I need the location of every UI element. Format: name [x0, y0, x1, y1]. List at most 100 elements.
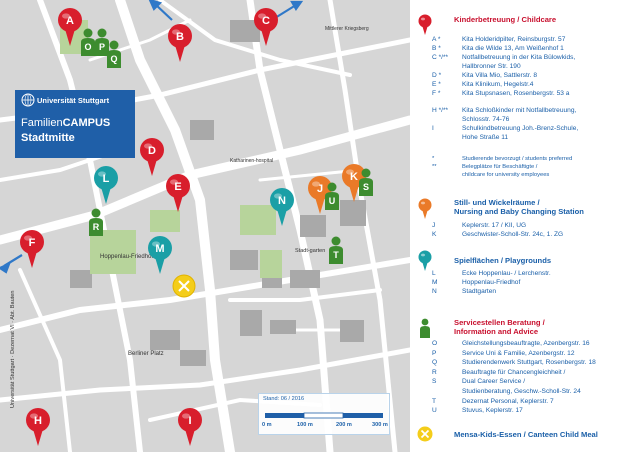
scale-stand: Stand: 06 / 2016: [263, 396, 305, 402]
legend-beratung-row-text: Studierendenwerk Stuttgart, Rosenbergstr…: [462, 359, 596, 367]
orange-pin-icon: [418, 198, 432, 219]
legend-beratung-row-text: Beauftragte für Chancengleichheit /: [462, 368, 566, 376]
green-person-icon: [420, 318, 430, 338]
brand-familien: Familien: [21, 117, 63, 129]
nursing-marker-j-label: J: [317, 183, 323, 195]
advice-marker-t[interactable]: T: [329, 236, 343, 265]
legend-kita-row-text: Hallbronner Str. 190: [462, 63, 521, 70]
legend-mensa-title: Mensa-Kids-Essen / Canteen Child Meal: [454, 430, 598, 439]
hoppenlau-park: [90, 230, 136, 274]
playground-marker-m[interactable]: M: [148, 236, 172, 274]
university-logo-icon: [21, 93, 35, 107]
kita-marker-d[interactable]: D: [140, 138, 164, 176]
legend-beratung-row-text: Gleichstellungsbeauftragte, Azenbergstr.…: [462, 340, 590, 347]
kita-marker-f[interactable]: F: [20, 230, 44, 268]
legend-spiel-row-key: N: [432, 288, 437, 295]
legend-kita-row-text: Kita Stupsnasen, Rosenbergstr. 53 a: [462, 90, 570, 97]
university-name: Universität Stuttgart: [37, 96, 110, 105]
legend-kita-row-text: Kita Schloßkinder mit Notfallbetreuung,: [462, 107, 577, 114]
legend-beratung-row-key: R: [432, 368, 437, 376]
advice-marker-s[interactable]: S: [359, 168, 373, 197]
legend-wickel-row-text: Keplerstr. 17 / KII, UG: [462, 222, 527, 229]
legend-wickel-row-text: Geschwister-Scholl-Str. 24c, 1. ZG: [462, 231, 564, 238]
brand-stadtmitte: Stadtmitte: [21, 132, 75, 144]
kita-marker-b[interactable]: B: [168, 24, 192, 62]
legend-spiel-row-text: Ecke Hoppenlau- / Lerchenstr.: [462, 270, 551, 277]
legend-beratung-title-1: Servicestellen Beratung /: [454, 318, 545, 327]
playground-marker-n-label: N: [278, 195, 286, 207]
legend-kita-row-text: Schulkindbetreuung Joh.-Brenz-Schule,: [462, 125, 579, 132]
familiencampus-brand-box: Universität Stuttgart FamilienCAMPUS Sta…: [15, 90, 135, 158]
legend-beratung-row-text: Stuvus, Keplerstr. 17: [462, 407, 523, 415]
legend-beratung-row-text: Dual Career Service /: [462, 378, 526, 386]
legend-beratung-row-text: Service Uni & Familie, Azenbergstr. 12: [462, 349, 575, 357]
side-credit: Universität Stuttgart · Dezernat VI · Ab…: [10, 290, 16, 408]
advice-marker-p[interactable]: P: [95, 28, 109, 57]
map-canvas[interactable]: Hoppenlau-Friedhof Stadt-garten Berliner…: [0, 0, 410, 452]
legend-kita-row-key: A *: [432, 36, 441, 43]
teal-pin-icon: [418, 250, 432, 271]
kita-marker-a[interactable]: A: [58, 8, 82, 46]
scale-tick-300: 300 m: [372, 422, 388, 428]
scale-bar-graphic: [265, 412, 383, 419]
playground-marker-l[interactable]: L: [94, 166, 118, 204]
advice-marker-t-label: T: [333, 250, 339, 260]
green-areas: [60, 20, 282, 278]
legend-panel: Kinderbetreuung / Childcare A * Kita Hold…: [412, 0, 639, 452]
kita-marker-d-label: D: [148, 145, 156, 157]
kita-marker-i[interactable]: I: [178, 408, 202, 446]
advice-marker-o[interactable]: O: [81, 28, 95, 57]
legend-kita-row-text: Kita Klinikum, Hegelstr.4: [462, 81, 534, 88]
legend-kita-row-text: Schlosstr. 74-76: [462, 116, 510, 123]
legend-kita-note-row-key: *: [432, 156, 435, 162]
mensa-marker[interactable]: [172, 274, 196, 298]
nursing-marker-j[interactable]: J: [308, 176, 332, 214]
scale-tick-0: 0 m: [262, 422, 272, 428]
kita-marker-b-label: B: [176, 31, 184, 43]
red-pin-icon: [418, 14, 432, 35]
legend-kita-note-row-key: **: [432, 164, 437, 170]
legend-kita-row-key: D *: [432, 72, 442, 79]
kita-marker-h[interactable]: H: [26, 408, 50, 446]
advice-marker-q[interactable]: Q: [107, 40, 121, 69]
kita-marker-e[interactable]: E: [166, 174, 190, 212]
map-label-kriegsberg: Mittlerer Kriegsberg: [325, 26, 369, 32]
legend-kita-title: Kinderbetreuung / Childcare: [454, 15, 557, 24]
legend-beratung-title-2: Information and Advice: [454, 327, 539, 336]
scale-tick-100: 100 m: [297, 422, 313, 428]
legend-beratung-row-key: T: [432, 397, 437, 405]
legend-kita-row-key: C */**: [432, 54, 449, 61]
kita-marker-c-label: C: [262, 15, 270, 27]
advice-marker-p-label: P: [99, 42, 105, 52]
legend-beratung-row-key: S: [432, 378, 437, 386]
map-label-stadtgarten: Stadt-garten: [295, 248, 325, 254]
legend-beratung-row-key: P: [432, 349, 437, 357]
legend-kita-note-row-text: childcare for university employees: [462, 172, 550, 178]
advice-marker-q-label: Q: [110, 54, 117, 64]
legend-wickel-row-key: K: [432, 231, 437, 238]
scale-tick-200: 200 m: [336, 422, 352, 428]
advice-marker-u[interactable]: U: [325, 182, 339, 211]
playground-marker-n[interactable]: N: [270, 188, 294, 226]
legend-beratung-row-key: Q: [432, 359, 438, 367]
advice-marker-s-label: S: [363, 182, 369, 192]
kita-marker-f-label: F: [29, 237, 36, 249]
advice-marker-r[interactable]: R: [89, 208, 103, 237]
legend-kita-row-text: Hohe Straße 11: [462, 134, 509, 141]
kita-marker-c[interactable]: C: [254, 8, 278, 46]
direction-arrows: [0, 0, 304, 274]
scale-bar: Stand: 06 / 2016 0 m 100 m 200 m 300 m: [258, 393, 390, 435]
brand-familiencampus: FamilienCAMPUS: [21, 117, 110, 129]
kita-marker-i-label: I: [188, 415, 191, 427]
advice-marker-r-label: R: [93, 222, 100, 232]
legend-kita-row-text: Kita Holderidpilter, Reinsburgstr. 57: [462, 36, 566, 43]
legend-spiel-row-text: Stadtgarten: [462, 288, 497, 295]
legend-beratung-row-key: U: [432, 407, 437, 415]
brand-campus: CAMPUS: [62, 117, 111, 129]
legend-kita-row-key: E *: [432, 81, 441, 88]
road-network: [0, 0, 410, 452]
legend-kita-row-text: Notfallbetreuung in der Kita Bülowkids,: [462, 54, 576, 61]
legend-kita-note-row-text: Belegplätze für Beschäftigte /: [462, 164, 538, 170]
